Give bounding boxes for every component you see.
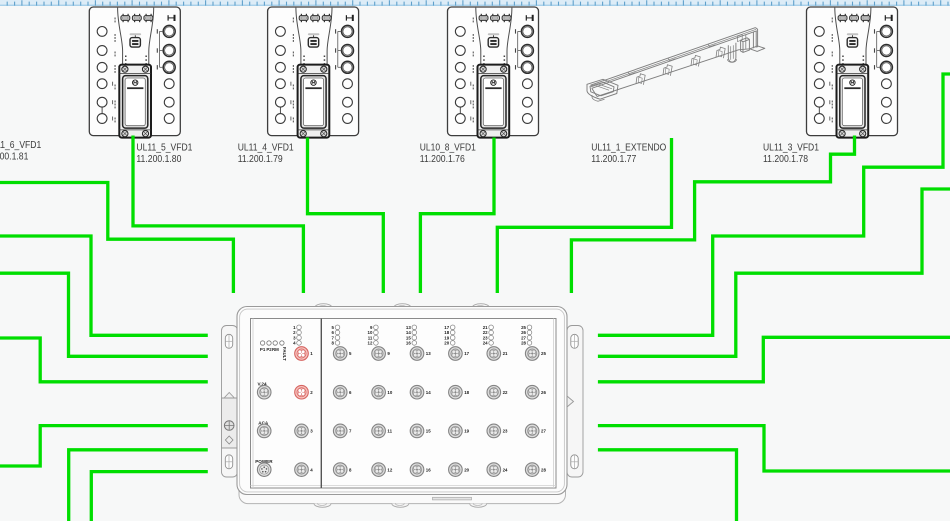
svg-text:11.200.1.81: 11.200.1.81 (0, 152, 29, 163)
svg-text:3: 3 (310, 429, 313, 434)
svg-text:4: 4 (310, 467, 313, 472)
svg-text:16: 16 (426, 467, 431, 472)
svg-text:13: 13 (426, 351, 431, 356)
svg-text:7: 7 (349, 429, 352, 434)
svg-text:19: 19 (444, 335, 449, 340)
svg-text:12: 12 (368, 341, 373, 346)
svg-text:15: 15 (406, 335, 411, 340)
svg-text:13: 13 (406, 325, 411, 330)
svg-text:26: 26 (541, 390, 546, 395)
svg-text:11: 11 (368, 335, 373, 340)
svg-text:23: 23 (503, 429, 508, 434)
svg-text:UL10_8_VFD1: UL10_8_VFD1 (420, 143, 476, 154)
svg-text:UL11_3_VFD1: UL11_3_VFD1 (763, 143, 819, 154)
svg-text:POWER: POWER (255, 459, 273, 464)
svg-text:17: 17 (464, 351, 469, 356)
svg-text:UL11_1_EXTENDO: UL11_1_EXTENDO (591, 143, 666, 154)
svg-text:2: 2 (310, 390, 313, 395)
svg-text:14: 14 (426, 390, 431, 395)
svg-text:9: 9 (387, 351, 390, 356)
svg-text:25: 25 (541, 351, 546, 356)
svg-text:11.200.1.77: 11.200.1.77 (591, 154, 636, 165)
svg-text:22: 22 (503, 390, 508, 395)
svg-text:UL11_6_VFD1: UL11_6_VFD1 (0, 140, 41, 151)
svg-text:12: 12 (387, 467, 392, 472)
svg-text:11.200.1.80: 11.200.1.80 (136, 154, 181, 165)
svg-text:11: 11 (387, 429, 392, 434)
svg-text:10: 10 (387, 390, 392, 395)
svg-text:2: 2 (293, 330, 296, 335)
svg-text:UL11_5_VFD1: UL11_5_VFD1 (136, 143, 192, 154)
svg-text:5: 5 (332, 325, 335, 330)
svg-text:10: 10 (368, 330, 373, 335)
svg-text:6: 6 (349, 390, 352, 395)
svg-text:19: 19 (464, 429, 469, 434)
svg-text:8: 8 (349, 467, 352, 472)
svg-text:5: 5 (349, 351, 352, 356)
svg-text:23: 23 (483, 335, 488, 340)
svg-text:17: 17 (444, 325, 449, 330)
svg-text:26: 26 (521, 330, 526, 335)
svg-text:27: 27 (541, 429, 546, 434)
svg-text:P1: P1 (260, 347, 266, 352)
svg-text:1: 1 (293, 325, 296, 330)
svg-text:V.24: V.24 (258, 382, 267, 387)
svg-text:24: 24 (483, 341, 488, 346)
svg-text:6: 6 (332, 330, 335, 335)
svg-text:28: 28 (541, 467, 546, 472)
svg-text:11.200.1.78: 11.200.1.78 (763, 154, 808, 165)
svg-text:11.200.1.76: 11.200.1.76 (420, 154, 465, 165)
svg-text:20: 20 (464, 467, 469, 472)
svg-text:16: 16 (406, 341, 411, 346)
svg-text:15: 15 (426, 429, 431, 434)
svg-text:14: 14 (406, 330, 411, 335)
svg-text:4: 4 (293, 341, 296, 346)
svg-text:8: 8 (332, 341, 335, 346)
svg-text:UL11_4_VFD1: UL11_4_VFD1 (238, 143, 294, 154)
svg-text:21: 21 (503, 351, 508, 356)
svg-text:1: 1 (310, 351, 313, 356)
svg-text:18: 18 (464, 390, 469, 395)
svg-text:RM: RM (272, 347, 279, 352)
svg-text:25: 25 (521, 325, 526, 330)
svg-text:3: 3 (293, 335, 296, 340)
svg-text:21: 21 (483, 325, 488, 330)
svg-text:7: 7 (332, 335, 335, 340)
svg-text:FAULT: FAULT (282, 347, 287, 361)
svg-text:11.200.1.79: 11.200.1.79 (238, 154, 283, 165)
svg-text:28: 28 (521, 341, 526, 346)
svg-text:24: 24 (503, 467, 508, 472)
svg-text:27: 27 (521, 335, 526, 340)
svg-text:ACA: ACA (258, 420, 269, 425)
svg-text:18: 18 (444, 330, 449, 335)
svg-text:20: 20 (444, 341, 449, 346)
svg-text:22: 22 (483, 330, 488, 335)
svg-text:P2: P2 (266, 347, 272, 352)
svg-text:9: 9 (370, 325, 373, 330)
